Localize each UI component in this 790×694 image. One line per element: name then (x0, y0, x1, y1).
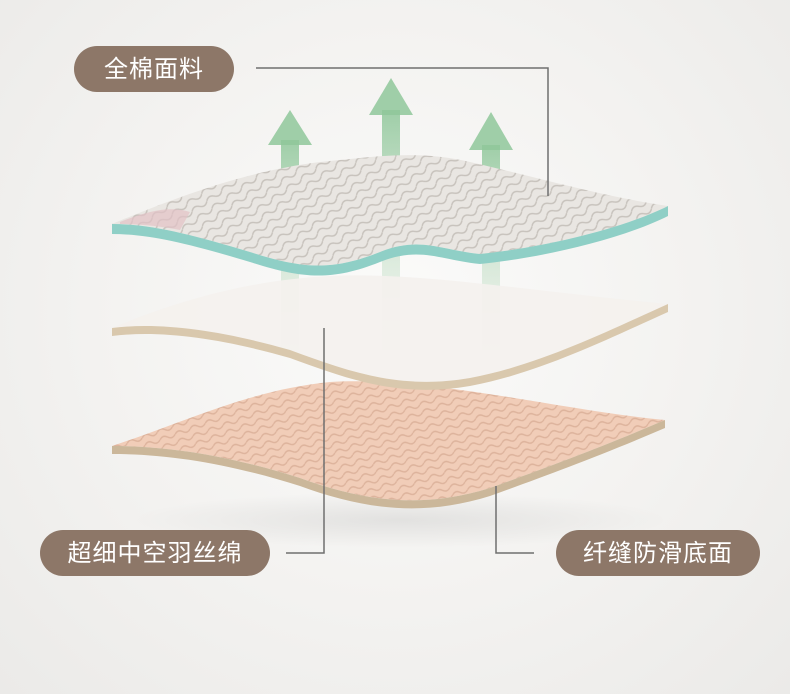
top-layer-label: 全棉面料 (74, 46, 234, 92)
connector-bottom (495, 486, 534, 554)
top-layer (112, 155, 668, 276)
bottom-layer (112, 381, 665, 509)
connector-lines (256, 67, 549, 554)
middle-layer-label: 超细中空羽丝绵 (40, 530, 270, 576)
connector-mid (286, 328, 325, 554)
ground-shadow (130, 492, 670, 548)
middle-layer (112, 275, 668, 390)
bottom-layer-label: 纤缝防滑底面 (556, 530, 760, 576)
connector-top (256, 67, 549, 196)
